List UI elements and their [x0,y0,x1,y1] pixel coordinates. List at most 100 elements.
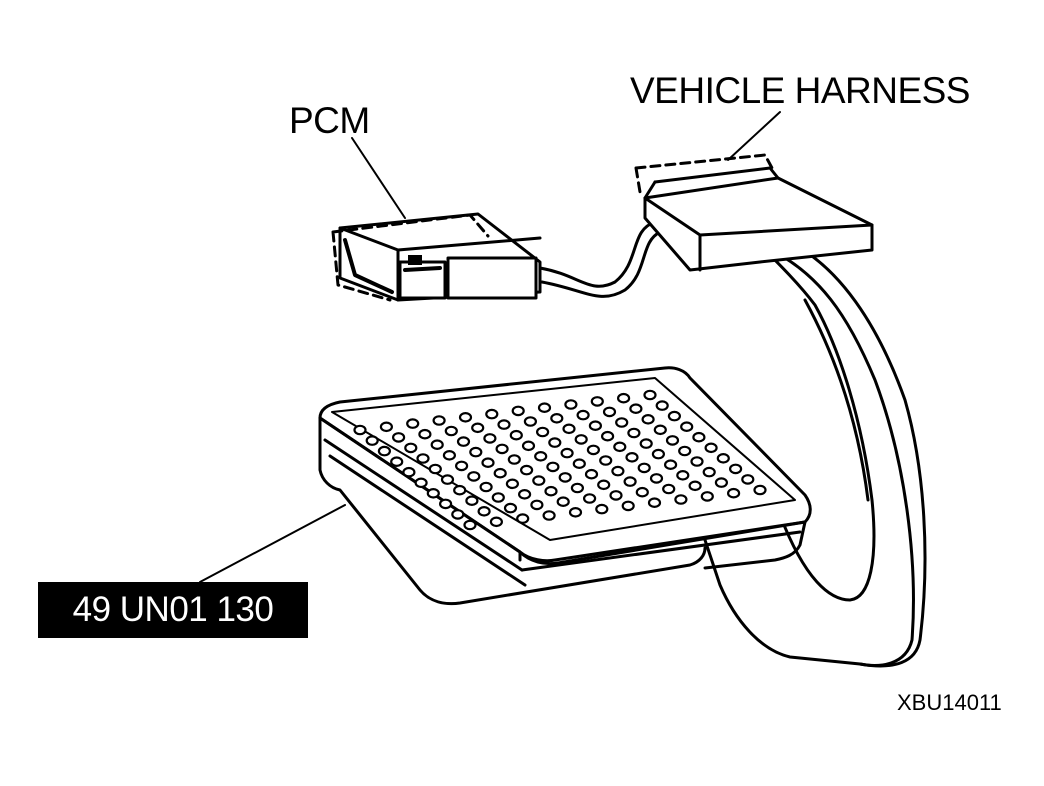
pin-hole [558,472,572,483]
pin-hole [491,492,505,503]
pin-hole [637,462,651,474]
pin-hole [564,399,578,410]
pin-hole [519,464,534,476]
pin-hole [611,465,625,477]
pin-hole [570,482,585,494]
pin-hole [616,392,631,404]
pin-hole [635,486,649,498]
pin-hole [741,474,755,485]
pin-hole [613,441,627,453]
pin-hole [485,408,499,420]
pin-hole [623,476,637,487]
pin-hole [588,420,603,431]
pin-hole [653,424,667,436]
pin-hole [586,444,601,456]
pin-hole [467,471,481,482]
pin-hole [674,494,688,505]
pin-hole [483,433,497,444]
pin-hole [534,450,548,462]
pin-hole [643,389,657,401]
pcm-connector [331,212,542,302]
pin-hole [430,439,444,450]
pin-hole [649,473,664,484]
connecting-wire [538,220,657,288]
pin-hole [530,499,544,511]
pin-hole [439,498,453,510]
pin-hole [451,509,465,520]
pin-hole [602,406,617,418]
pcm-label: PCM [289,100,370,141]
pin-hole [627,427,641,439]
part-number-badge: 49 UN01 130 [38,582,308,638]
pin-hole [521,440,536,452]
vehicle-harness-label: VEHICLE HARNESS [630,70,971,111]
pin-hole [726,487,741,499]
pin-hole [590,396,604,407]
pin-hole [599,455,613,466]
pin-hole [489,516,503,528]
pin-hole [584,468,599,480]
pin-hole [629,403,643,414]
pin-hole [655,400,669,411]
pin-hole [714,477,729,488]
pin-hole [639,438,653,449]
pin-hole [463,519,477,531]
pin-hole [704,442,718,454]
pin-hole [550,412,564,424]
pin-hole [432,415,446,426]
pin-hole [456,436,471,447]
pin-hole [568,506,583,518]
pin-hole [562,423,576,435]
pin-hole [641,413,655,425]
pin-hole [595,503,609,515]
harness-connector [634,153,874,272]
pin-hole [574,434,588,445]
pin-hole [507,454,521,465]
pin-hole [667,410,682,422]
pin-hole [582,493,597,504]
pin-hole [416,453,430,464]
pin-hole [615,417,629,428]
pin-hole [479,481,493,493]
pin-hole [406,418,420,429]
pin-hole [481,457,495,468]
pin-hole [493,467,507,479]
pin-hole [377,445,391,457]
ribbon-cable [698,236,927,668]
pin-hole [353,424,367,436]
pin-hole [692,431,706,443]
pin-hole [544,485,558,497]
pin-hole [665,435,680,446]
pin-hole [576,409,590,421]
pcm-leader-line [351,137,406,219]
pin-hole [621,500,635,512]
pin-hole [625,451,639,463]
figure-id-label: XBU14011 [897,690,1002,715]
pin-hole [542,510,556,521]
pin-hole [442,449,456,461]
pin-hole [678,445,692,457]
pin-hole [458,411,473,423]
pin-hole [509,429,523,441]
pin-hole [414,477,428,489]
pin-hole [647,497,662,508]
pin-hole [444,425,458,437]
pin-hole [662,483,676,495]
pin-hole-grid [353,389,767,531]
pin-hole [537,402,552,413]
harness-leader-line [727,111,781,161]
pin-hole [392,432,406,443]
pin-hole [511,405,525,417]
pin-hole [651,448,666,460]
pin-hole [402,466,416,478]
pin-hole [535,426,550,438]
pin-hole [455,460,469,472]
pin-hole [517,488,532,500]
pin-hole [688,480,702,492]
pin-hole [548,437,562,448]
pin-hole [516,513,530,524]
pin-hole [523,416,538,427]
pin-hole [663,459,678,470]
pin-hole [503,502,518,514]
